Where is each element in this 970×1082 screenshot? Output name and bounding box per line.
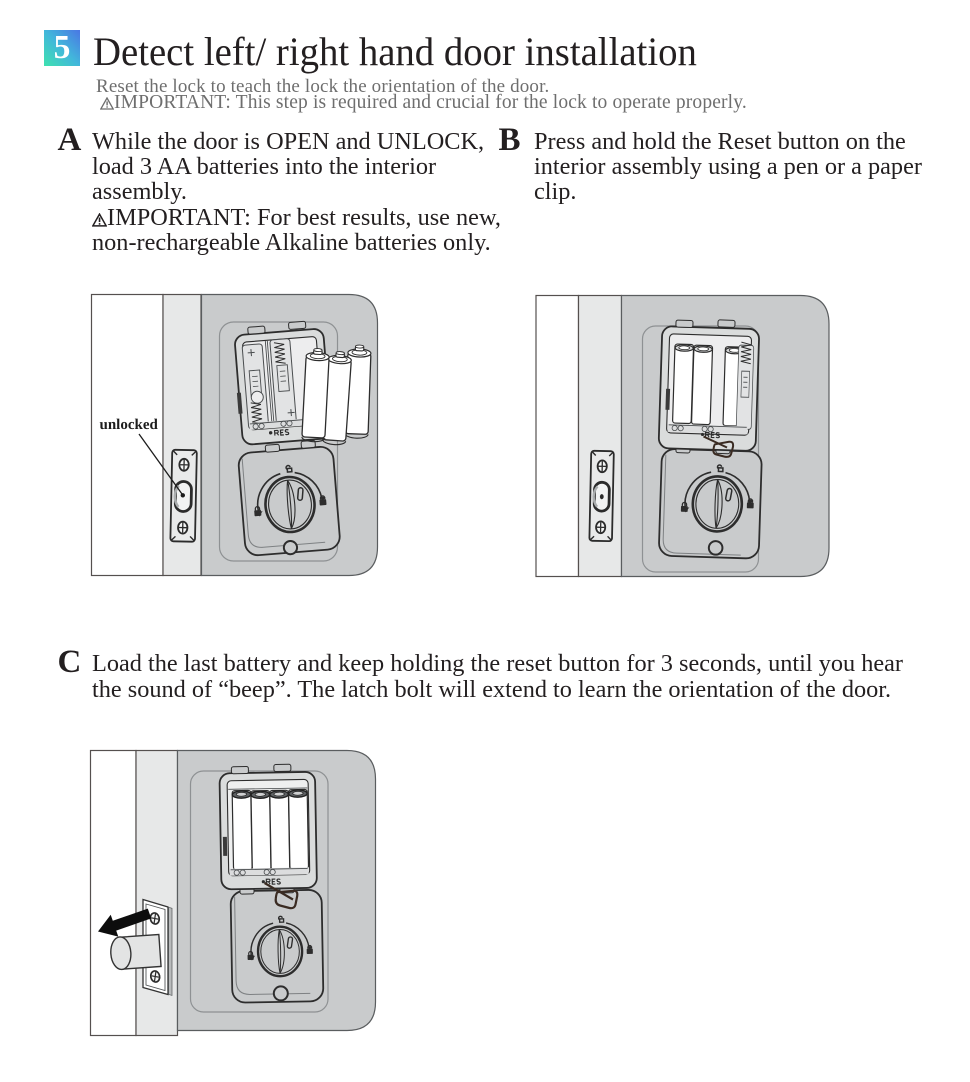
svg-text:unlocked: unlocked — [100, 417, 159, 433]
